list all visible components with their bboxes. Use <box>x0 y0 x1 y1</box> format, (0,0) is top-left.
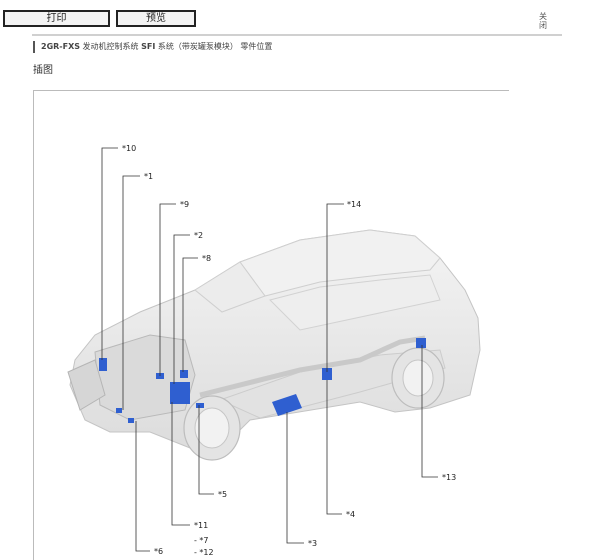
exhaust-pipe <box>199 335 426 398</box>
front-grille <box>67 359 106 411</box>
breadcrumb-engine-rest: 发动机控制系统 <box>80 42 142 51</box>
leader-line-10 <box>101 147 118 360</box>
part-6-marker <box>128 418 134 423</box>
part-1-marker <box>116 408 122 413</box>
leader-line-3 <box>286 412 304 544</box>
vehicle-windshield <box>194 261 266 313</box>
callout-2: *2 <box>194 231 203 240</box>
highlighted-parts <box>99 338 426 423</box>
leader-line-5 <box>198 405 214 495</box>
part-14-marker <box>322 368 332 380</box>
close-link-line1: 关 <box>539 12 547 21</box>
leader-line-9 <box>159 203 176 376</box>
callout-8: *8 <box>202 254 211 263</box>
section-title: 插图 <box>33 65 53 76</box>
front-wheel <box>183 395 241 461</box>
close-link[interactable]: 关 闭 <box>538 12 548 30</box>
callout-14: *14 <box>347 200 361 209</box>
leader-line-11 <box>171 402 190 526</box>
callout-4: *4 <box>346 510 355 519</box>
close-link-line2: 闭 <box>539 21 547 30</box>
callout-9: *9 <box>180 200 189 209</box>
leader-line-2 <box>173 234 190 384</box>
callout-12: - *12 <box>194 548 214 557</box>
callout-labels: *10 *1 *9 *2 *8 *14 *13 *5 *4 *3 *11 - *… <box>122 144 456 557</box>
header-divider <box>32 34 562 36</box>
part-5-marker <box>196 403 204 408</box>
callout-7: - *7 <box>194 536 209 545</box>
vehicle-side-window <box>269 274 441 331</box>
part-3-marker <box>272 394 302 416</box>
illustration-frame <box>33 90 509 560</box>
breadcrumb-system-rest: 系统（带炭罐泵模块） 零件位置 <box>155 42 273 51</box>
callout-3: *3 <box>308 539 317 548</box>
leader-lines <box>101 147 438 552</box>
leader-line-6 <box>135 421 150 552</box>
part-8-marker <box>180 370 188 378</box>
callout-1: *1 <box>144 172 153 181</box>
toolbar: 打印 预览 关 闭 <box>0 0 600 36</box>
rear-wheel <box>391 347 445 409</box>
preview-button[interactable]: 预览 <box>116 10 196 27</box>
callout-11: *11 <box>194 521 208 530</box>
leader-line-14 <box>326 203 344 372</box>
callout-10: *10 <box>122 144 136 153</box>
part-2-marker <box>170 382 190 404</box>
callout-13: *13 <box>442 473 456 482</box>
leader-line-4 <box>326 380 342 515</box>
breadcrumb: 2GR-FXS 发动机控制系统 SFI 系统（带炭罐泵模块） 零件位置 <box>33 41 272 53</box>
part-13-marker <box>416 338 426 348</box>
callout-5: *5 <box>218 490 227 499</box>
leader-line-1 <box>122 175 140 410</box>
breadcrumb-system: SFI <box>141 42 156 51</box>
leader-line-8 <box>182 257 198 372</box>
part-10-marker <box>99 358 107 371</box>
vehicle-roof <box>239 229 441 297</box>
print-button[interactable]: 打印 <box>3 10 110 27</box>
leader-line-13 <box>421 345 438 478</box>
callout-6: *6 <box>154 547 163 556</box>
breadcrumb-engine: 2GR-FXS <box>41 42 81 51</box>
